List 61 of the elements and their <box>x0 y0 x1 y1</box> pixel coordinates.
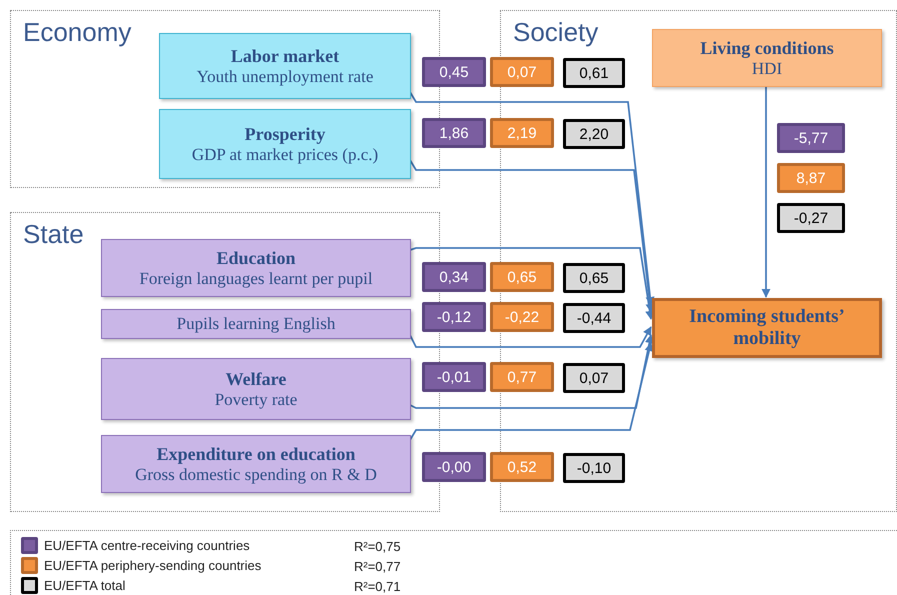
arrow <box>410 334 654 409</box>
factor-title: Labor market <box>230 46 340 67</box>
factor-box <box>101 435 411 493</box>
arrow <box>762 86 770 298</box>
group-frame <box>500 10 897 512</box>
coefficient-box: -5,77 <box>777 123 845 153</box>
r-squared-value: R²=0,77 <box>354 559 401 574</box>
coefficient-box: -0,22 <box>490 302 554 332</box>
factor-box <box>652 29 882 87</box>
factor-title: Expenditure on education <box>156 444 356 465</box>
factor-description: Youth unemployment rate <box>196 66 374 86</box>
factor-description: Gross domestic spending on R & D <box>135 464 377 484</box>
legend-label: EU/EFTA periphery-sending countries <box>44 558 262 573</box>
factor-title: Education <box>216 248 296 269</box>
coefficient-box: 0,77 <box>490 362 554 392</box>
factor-box <box>652 298 882 358</box>
factor-description: Pupils learning English <box>176 314 336 334</box>
coefficient-box: -0,12 <box>422 302 486 332</box>
coefficient-box: 0,65 <box>563 263 625 293</box>
coefficient-box: 8,87 <box>777 163 845 193</box>
factor-description: Foreign languages learnt per pupil <box>139 268 373 288</box>
coefficient-box: 0,65 <box>490 262 554 292</box>
arrow <box>409 342 654 440</box>
factor-description: Poverty rate <box>214 390 298 410</box>
r-squared-value: R²=0,75 <box>354 539 401 554</box>
group-title: State <box>23 219 84 250</box>
group-title: Society <box>513 17 598 48</box>
factor-title: Living conditions <box>700 38 834 59</box>
coefficient-box: -0,44 <box>563 303 625 333</box>
coefficient-box: 1,86 <box>422 118 486 148</box>
r-squared-value: R²=0,71 <box>354 579 401 594</box>
coefficient-box: 0,45 <box>422 57 486 87</box>
coefficient-box: -0,27 <box>777 203 845 233</box>
arrow <box>409 160 654 313</box>
factor-box <box>159 109 411 179</box>
coefficient-box: 0,61 <box>563 58 625 88</box>
coefficient-box: 0,34 <box>422 262 486 292</box>
arrow <box>410 247 654 320</box>
coefficient-box: 2,19 <box>490 118 554 148</box>
legend-label: EU/EFTA centre-receiving countries <box>44 538 250 553</box>
factor-box <box>101 309 411 339</box>
coefficient-box: -0,01 <box>422 362 486 392</box>
arrow <box>409 326 652 348</box>
factor-description: HDI <box>752 58 782 78</box>
factor-box <box>101 239 411 297</box>
arrow <box>409 92 655 306</box>
coefficient-box: 0,52 <box>490 452 554 482</box>
coefficient-box: 2,20 <box>563 119 625 149</box>
coefficient-box: 0,07 <box>490 57 554 87</box>
coefficient-box: 0,07 <box>563 363 625 393</box>
coefficient-box: -0,00 <box>422 452 486 482</box>
legend-label: EU/EFTA total <box>44 578 126 593</box>
group-frame <box>10 10 440 188</box>
coefficient-box: -0,10 <box>563 453 625 483</box>
factor-title: Welfare <box>226 368 286 390</box>
factor-box <box>159 33 411 99</box>
factor-title: Incoming students’ mobility <box>688 306 846 350</box>
factor-title: Prosperity <box>244 124 326 145</box>
factor-description: GDP at market prices (p.c.) <box>192 144 378 164</box>
group-title: Economy <box>23 17 132 48</box>
factor-box <box>101 358 411 420</box>
